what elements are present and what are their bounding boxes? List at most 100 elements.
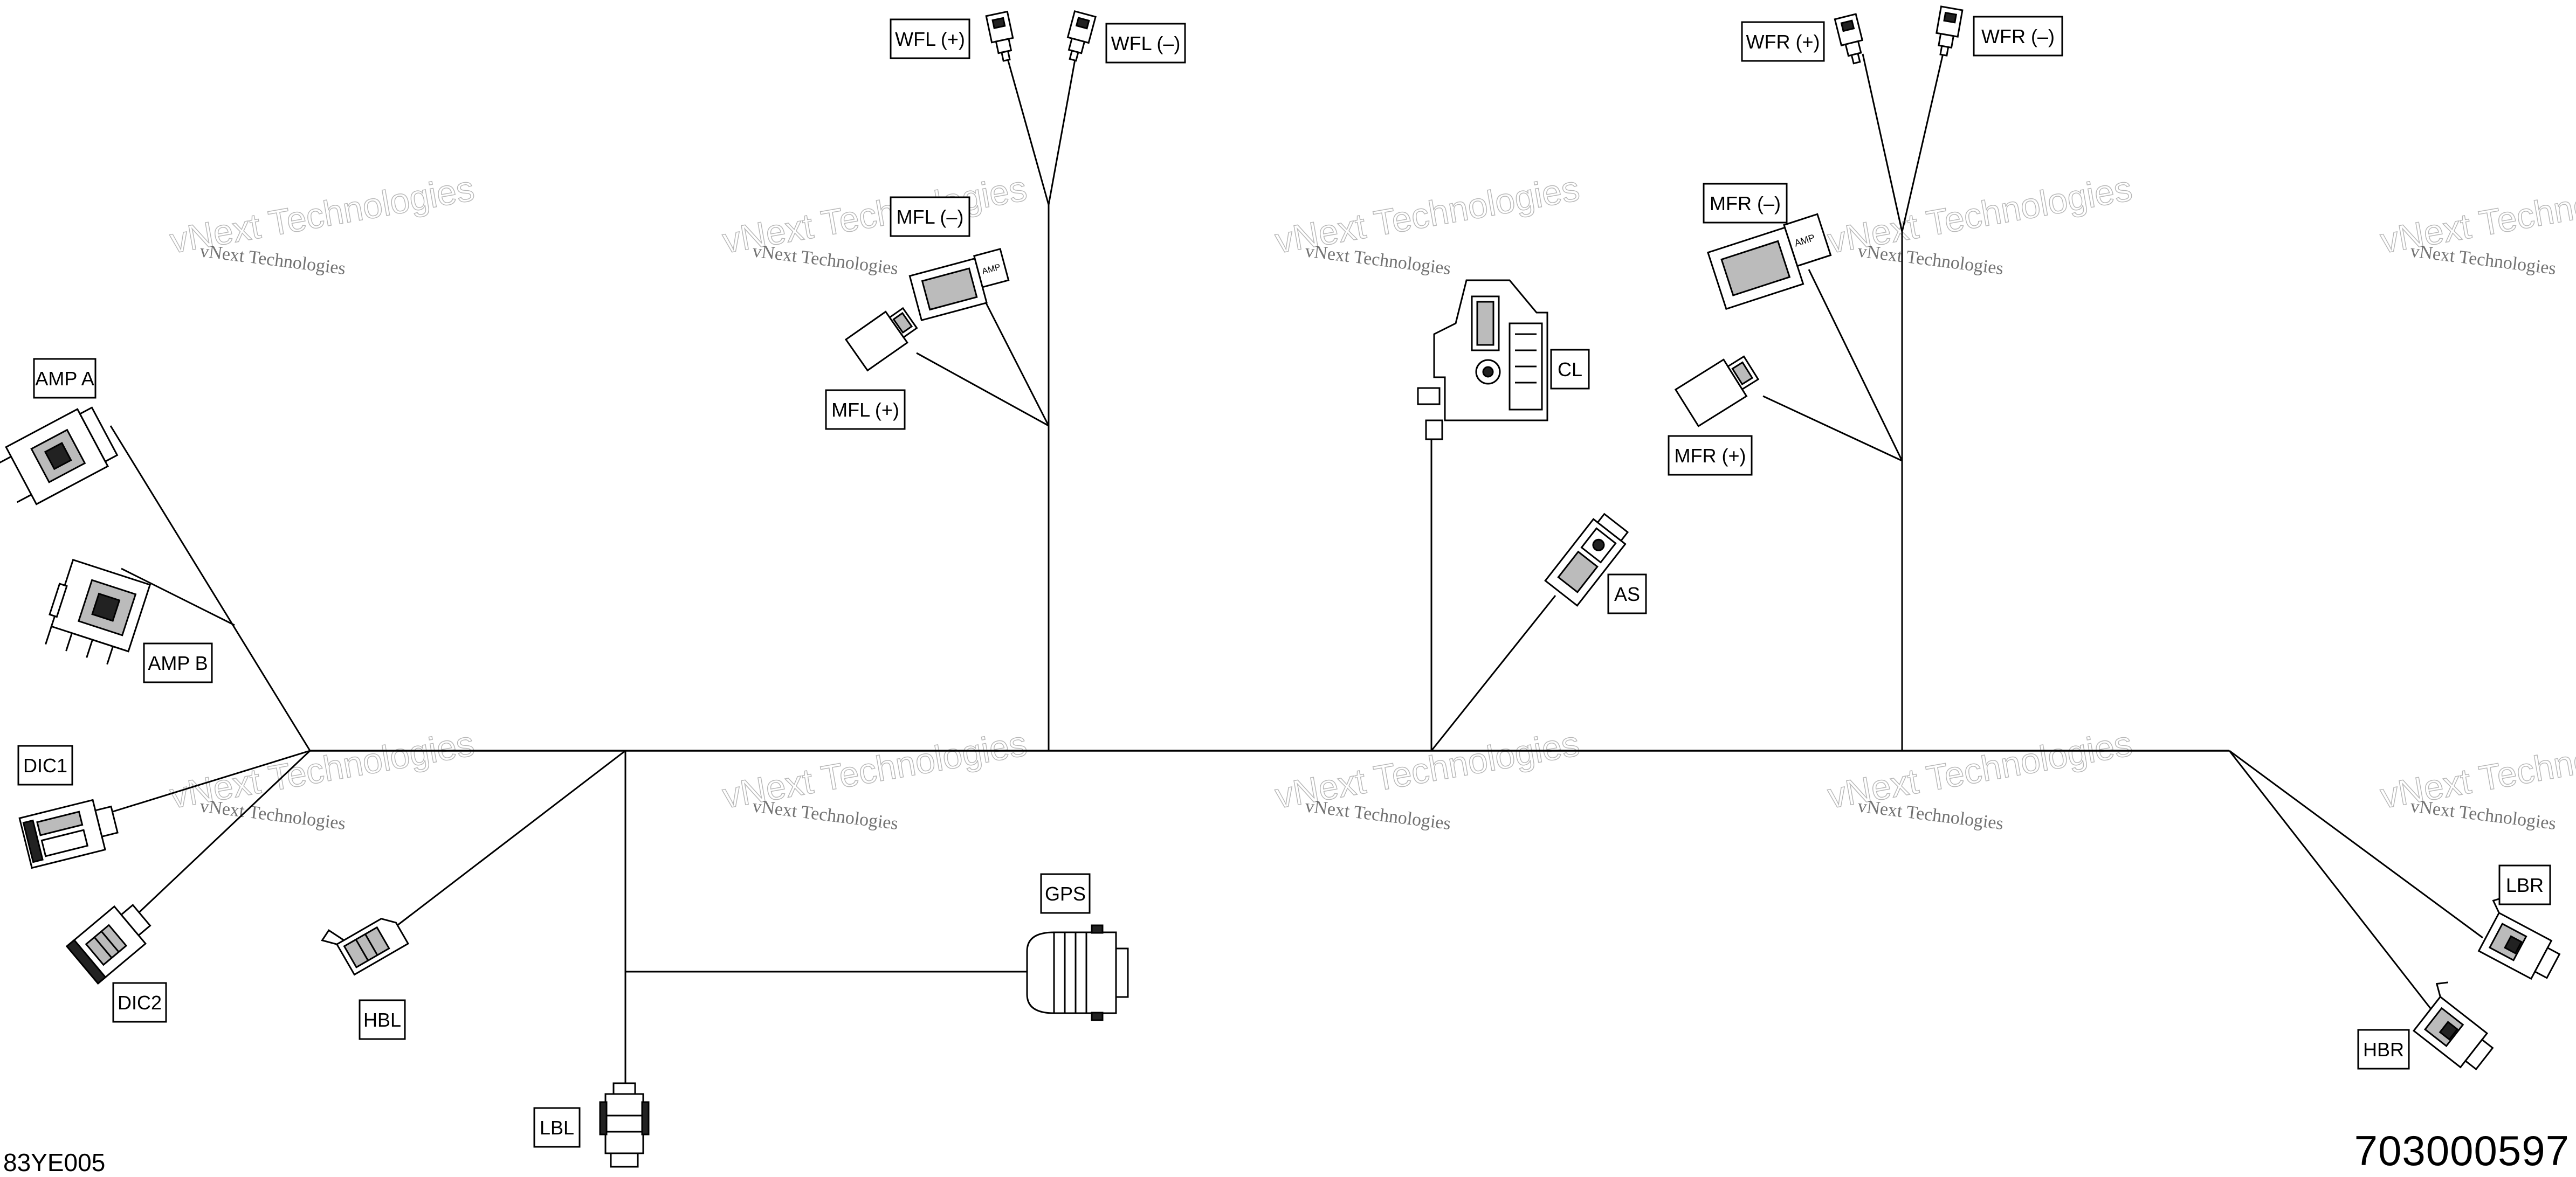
watermark-small-text: vNext Technologies <box>1304 241 1452 279</box>
watermark: vNext Technologies vNext Technologies <box>1824 723 2136 834</box>
label-dic2: DIC2 <box>112 982 167 1023</box>
label-box <box>890 18 970 59</box>
label-wfr-minus: WFR (–) <box>1973 16 2063 57</box>
label-text: HBR <box>2363 1038 2404 1061</box>
label-text: AS <box>1614 583 1640 605</box>
label-text: WFR (+) <box>1746 31 1820 53</box>
watermark-small-text: vNext Technologies <box>1857 241 2005 279</box>
label-text: LBL <box>540 1117 574 1139</box>
label-box <box>17 745 73 786</box>
label-mfr-minus: MFR (–) <box>1703 183 1788 224</box>
dic1-connector-icon <box>18 799 119 869</box>
cl-connector-icon <box>1417 279 1548 440</box>
wire-lbr <box>2229 750 2483 939</box>
mfl-minus-connector-icon: AMP <box>908 248 1010 322</box>
watermark-small-text: vNext Technologies <box>752 796 899 834</box>
wire-layer <box>97 51 2483 1102</box>
label-box <box>2357 1029 2410 1070</box>
label-mfl-plus: MFL (+) <box>825 389 906 430</box>
label-as: AS <box>1607 573 1647 614</box>
watermark-layer: vNext Technologies vNext Technologies vN… <box>167 168 2576 834</box>
wire-dic1 <box>97 750 311 818</box>
label-text: DIC1 <box>23 754 67 777</box>
gps-connector-icon <box>1026 924 1129 1021</box>
label-box <box>1703 183 1788 224</box>
amp-b-connector-icon <box>45 558 151 665</box>
label-text: WFL (+) <box>895 28 965 50</box>
wire-amp-a <box>109 425 311 751</box>
wfl-plus-connector-icon <box>985 10 1014 62</box>
watermark-small-text: vNext Technologies <box>2409 796 2557 834</box>
lbr-connector-icon <box>2477 896 2561 980</box>
label-text: MFR (+) <box>1675 445 1746 467</box>
label-text: DIC2 <box>118 992 162 1014</box>
label-text: MFL (–) <box>897 206 964 228</box>
label-lbr: LBR <box>2498 864 2551 905</box>
label-box <box>533 1107 581 1148</box>
wire-dic2 <box>128 750 311 923</box>
watermark-small-text: vNext Technologies <box>199 241 347 279</box>
watermark: vNext Technologies vNext Technologies <box>167 168 478 279</box>
watermark: vNext Technologies vNext Technologies <box>1824 168 2136 279</box>
label-box <box>1550 349 1590 390</box>
label-text: CL <box>1558 358 1582 380</box>
connector-layer: AMP <box>0 5 2561 1168</box>
label-box <box>1607 573 1647 614</box>
hbl-connector-icon <box>321 918 410 976</box>
watermark-small-text: vNext Technologies <box>2409 241 2557 279</box>
watermark: vNext Technologies vNext Technologies <box>1272 168 1583 279</box>
label-mfl-minus: MFL (–) <box>890 196 970 237</box>
label-text: WFL (–) <box>1111 32 1181 54</box>
label-mfr-plus: MFR (+) <box>1668 435 1753 476</box>
watermark: vNext Technologies vNext Technologies <box>2377 168 2576 279</box>
label-gps: GPS <box>1040 873 1091 914</box>
label-box <box>359 999 406 1040</box>
part-number: 703000597 <box>2354 1127 2570 1174</box>
label-wfl-minus: WFL (–) <box>1105 23 1186 64</box>
as-connector-icon <box>1544 513 1629 607</box>
watermark: vNext Technologies vNext Technologies <box>719 723 1030 834</box>
mfl-plus-connector-icon <box>844 307 918 372</box>
wfr-plus-connector-icon <box>1834 13 1864 65</box>
label-text: AMP B <box>148 652 208 674</box>
label-text: WFR (–) <box>1981 25 2055 47</box>
watermark-small-text: vNext Technologies <box>1304 796 1452 834</box>
wire-mfr-plus <box>1762 395 1903 462</box>
wire-hbl <box>388 750 626 933</box>
diagram-code: 83YE005 <box>3 1148 106 1176</box>
dic2-connector-icon <box>65 904 151 985</box>
watermark-big-text: vNext Technologies <box>2378 168 2576 261</box>
wire-mfl-minus <box>977 288 1050 426</box>
label-amp-a: AMP A <box>33 358 97 399</box>
label-text: HBL <box>363 1009 401 1031</box>
label-layer: AMP A AMP B DIC1 DIC2 HBL LBL GPS <box>17 16 2551 1148</box>
wire-wfl-minus <box>1048 56 1077 205</box>
label-box <box>33 358 97 399</box>
wire-as <box>1430 595 1556 751</box>
label-lbl: LBL <box>533 1107 581 1148</box>
label-wfr-plus: WFR (+) <box>1741 21 1825 62</box>
label-text: MFL (+) <box>831 399 899 421</box>
label-box <box>890 196 970 237</box>
label-dic1: DIC1 <box>17 745 73 786</box>
label-box <box>1973 16 2063 57</box>
wire-amp-b <box>121 567 235 626</box>
label-box <box>1040 873 1091 914</box>
label-box <box>1668 435 1753 476</box>
watermark-small-text: vNext Technologies <box>752 241 899 279</box>
wire-mfl-plus <box>916 352 1049 427</box>
watermark-small-text: vNext Technologies <box>199 796 347 834</box>
label-box <box>112 982 167 1023</box>
wire-wfr-plus <box>1862 53 1903 232</box>
wire-hbr <box>2228 750 2435 1014</box>
wire-wfr-minus <box>1901 51 1945 232</box>
mfr-minus-connector-icon: AMP <box>1707 213 1832 310</box>
wfr-minus-connector-icon <box>1936 5 1964 57</box>
mfr-plus-connector-icon <box>1674 355 1760 427</box>
watermark: vNext Technologies vNext Technologies <box>2377 723 2576 834</box>
wire-mfr-minus <box>1808 269 1903 461</box>
label-box <box>825 389 906 430</box>
label-text: GPS <box>1045 883 1086 905</box>
wfl-minus-connector-icon <box>1066 10 1097 62</box>
label-hbl: HBL <box>359 999 406 1040</box>
